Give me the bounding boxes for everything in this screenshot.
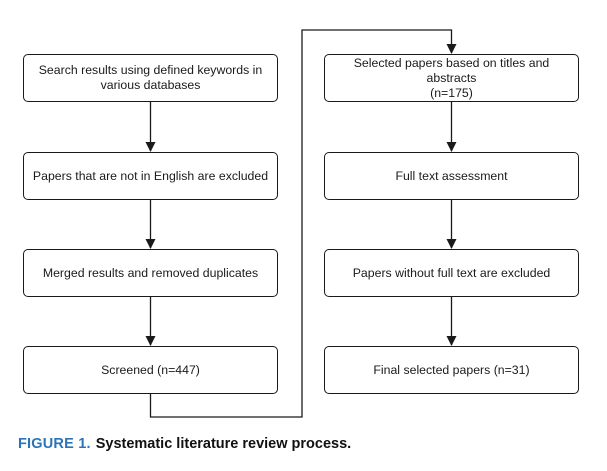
- node-no-full-text-excluded: Papers without full text are excluded: [324, 249, 579, 297]
- figure-caption: FIGURE 1.Systematic literature review pr…: [18, 436, 351, 452]
- node-search-results: Search results using defined keywords in…: [23, 54, 278, 102]
- node-text-line: Papers that are not in English are exclu…: [32, 168, 269, 183]
- node-selected-titles-abstracts: Selected papers based on titles and abst…: [324, 54, 579, 102]
- node-merged-duplicates-removed: Merged results and removed duplicates: [23, 249, 278, 297]
- node-text-line: Papers without full text are excluded: [352, 265, 551, 280]
- node-text-line: Merged results and removed duplicates: [42, 265, 259, 280]
- node-final-selected: Final selected papers (n=31): [324, 346, 579, 394]
- node-text-line: Final selected papers (n=31): [373, 362, 530, 377]
- node-text-line: Search results using defined keywords in: [38, 63, 263, 77]
- node-text-line: Full text assessment: [395, 168, 508, 183]
- node-text-line: Screened (n=447): [101, 362, 200, 377]
- node-full-text-assessment: Full text assessment: [324, 152, 579, 200]
- node-text-line: Selected papers based on titles and abst…: [353, 55, 550, 85]
- figure-label: FIGURE 1.: [18, 436, 91, 452]
- node-screened: Screened (n=447): [23, 346, 278, 394]
- node-text-line: (n=175): [430, 85, 473, 100]
- arrow-n4-to-n5: [149, 29, 457, 418]
- node-non-english-excluded: Papers that are not in English are exclu…: [23, 152, 278, 200]
- figure-caption-text: Systematic literature review process.: [95, 436, 352, 452]
- node-text-line: various databases: [100, 78, 201, 92]
